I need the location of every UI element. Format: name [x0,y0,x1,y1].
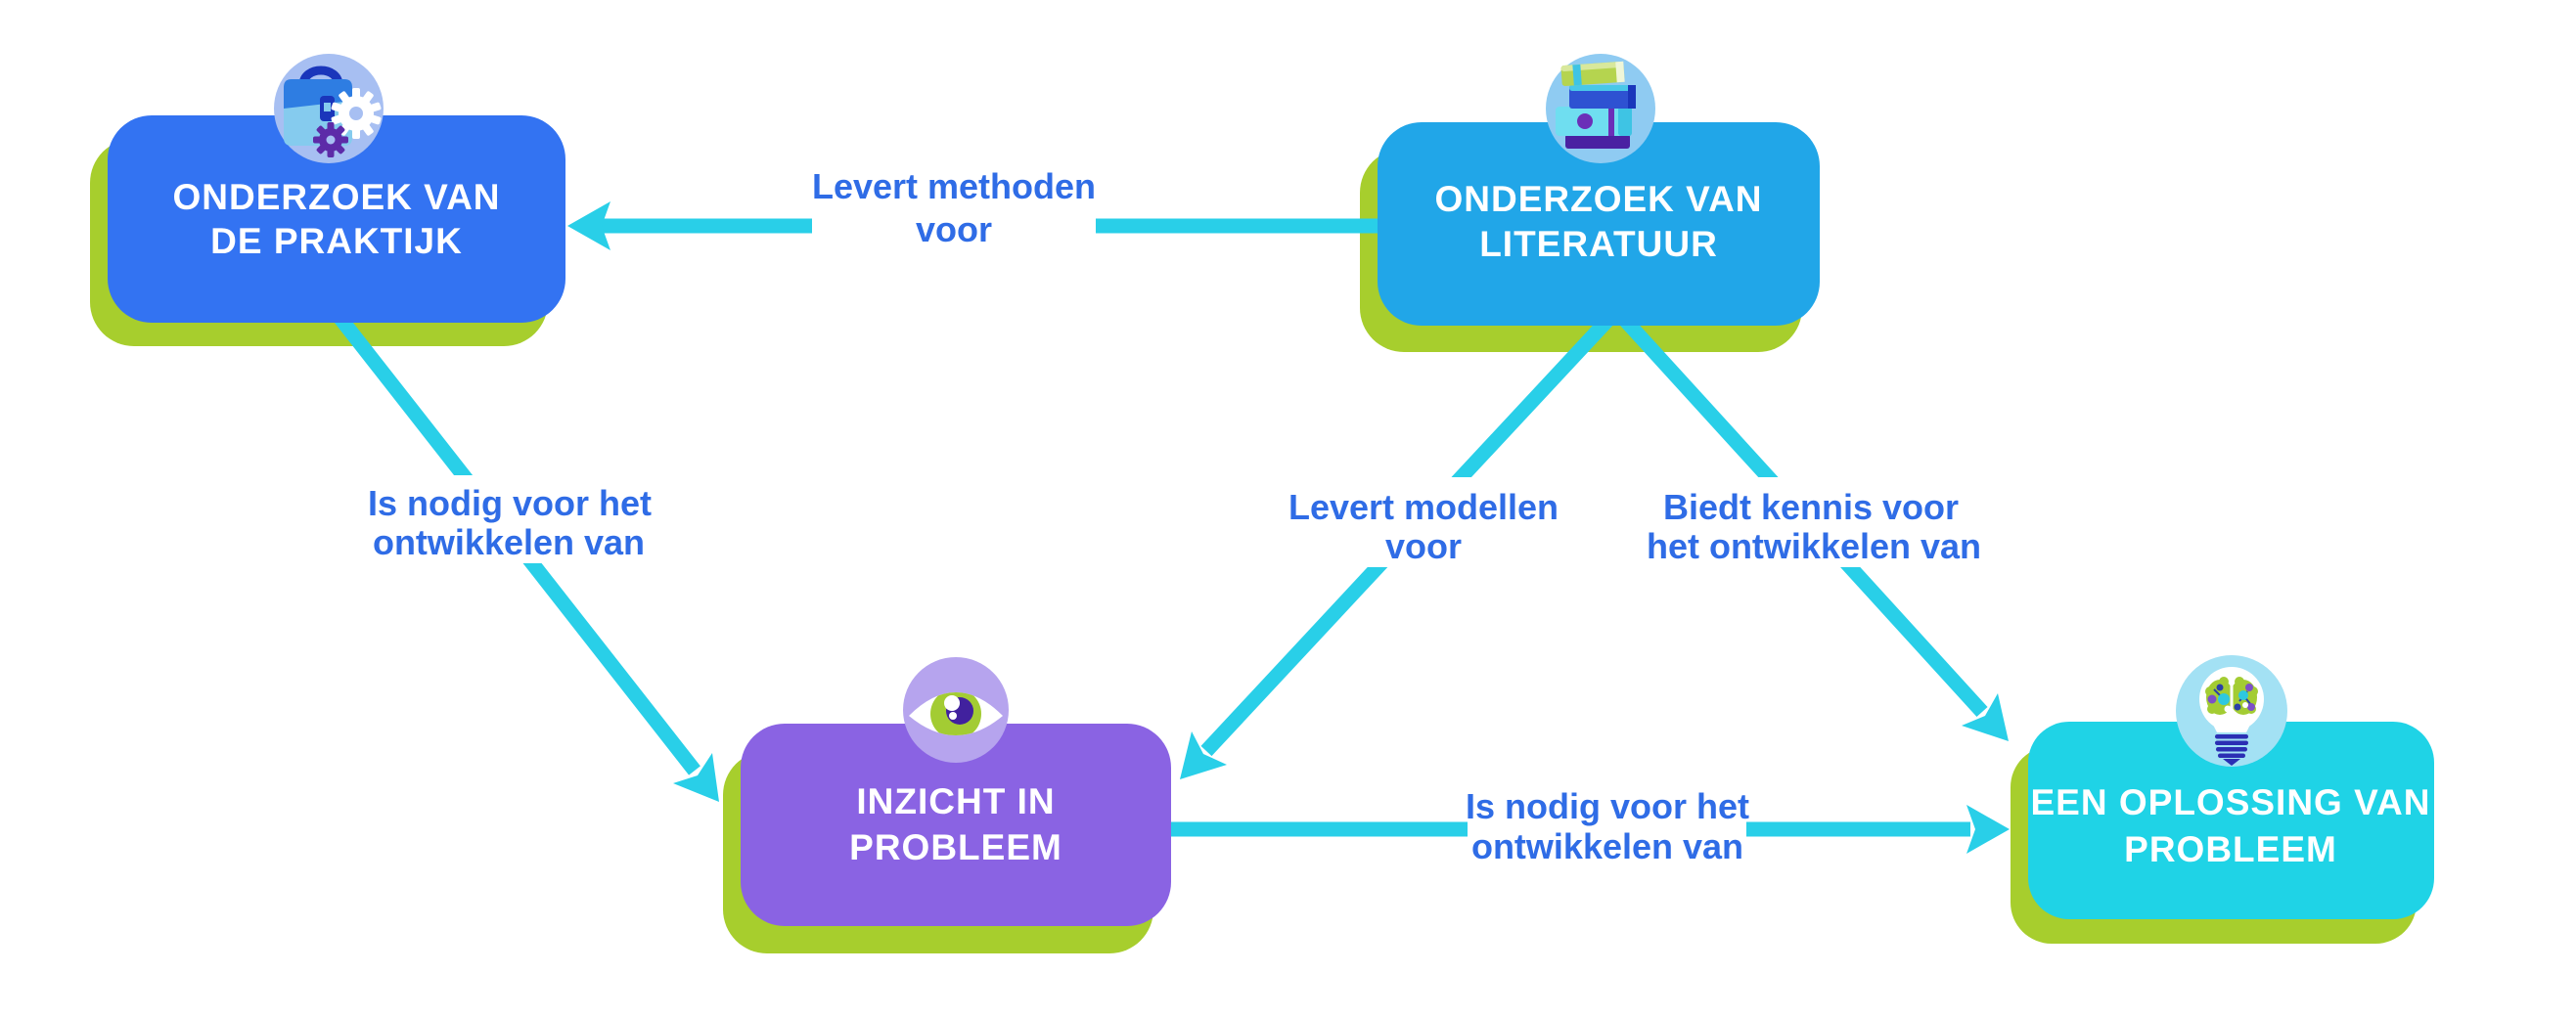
book-cyan [1556,107,1632,136]
node-onderzoek-van-literatuur: ONDERZOEK VAN LITERATUUR [1378,122,1820,326]
briefcase-gears-icon [274,54,384,163]
briefcase-clasp-hole [324,103,331,111]
edge-label-line2: ontwikkelen van [1471,826,1743,866]
lightbulb-brain-icon [2176,655,2287,767]
books-icon [1546,54,1655,163]
arrowhead [567,201,610,250]
node-title-line2: PROBLEEM [2124,829,2337,869]
label-background [812,161,1096,251]
gear-small [313,122,348,157]
node-card [2028,722,2434,919]
brain [2205,677,2258,717]
book-blue [1569,85,1636,109]
edge-label-is-nodig-voor-het-ontwikkelen-van-bottom: Is nodig voor het ontwikkelen van [1466,779,1749,869]
edge-label-line2: voor [916,209,992,249]
node-card [108,115,565,323]
label-background [372,475,644,563]
nodes-layer: ONDERZOEK VAN DE PRAKTIJK ONDERZOEK VAN … [108,115,2434,926]
node-title-line1: ONDERZOEK VAN [1434,179,1762,219]
arrowhead [1180,731,1227,779]
edge-label-levert-modellen-voor: Levert modellen voor [1288,477,1559,567]
label-background [1468,779,1746,869]
edge-label-line1: Is nodig voor het [1466,786,1749,826]
edge-label-line2: ontwikkelen van [373,522,645,562]
eye-iris [930,692,981,735]
node-title-line1: EEN OPLOSSING VAN [2031,782,2431,822]
arrowhead [1962,693,2009,741]
book-purple [1565,134,1630,149]
node-title-line1: INZICHT IN [856,781,1055,821]
node-title-line1: ONDERZOEK VAN [172,177,500,217]
node-een-oplossing-van-probleem: EEN OPLOSSING VAN PROBLEEM [2028,722,2434,919]
bulb-neck [2210,719,2253,732]
edge-label-line1: Levert methoden [812,166,1096,206]
node-title-line2: DE PRAKTIJK [210,221,463,261]
node-title-line2: LITERATUUR [1479,224,1718,264]
edge-label-line1: Levert modellen [1288,487,1559,527]
edge-label-is-nodig-voor-het-ontwikkelen-van-left: Is nodig voor het ontwikkelen van [368,475,652,563]
eye-icon [903,657,1009,763]
arrowhead [1966,805,2010,854]
edge-labels-layer: Levert methoden voor Is nodig voor het o… [368,161,1984,869]
bulb-base [2215,734,2248,766]
edge-label-line1: Biedt kennis voor [1663,487,1959,527]
icons-layer [274,54,2287,767]
node-card [741,724,1171,926]
label-background [1306,477,1556,567]
book-green [1560,61,1625,87]
gear-large [331,88,382,139]
node-inzicht-in-probleem: INZICHT IN PROBLEEM [741,724,1171,926]
arrowhead [673,753,719,802]
node-onderzoek-van-de-praktijk: ONDERZOEK VAN DE PRAKTIJK [108,115,565,323]
edge-label-levert-methoden-voor: Levert methoden voor [812,161,1096,251]
edge-label-line1: Is nodig voor het [368,483,652,523]
node-card [1378,122,1820,326]
node-title-line2: PROBLEEM [849,827,1062,867]
edge-label-biedt-kennis-voor-het-ontwikkelen-van: Biedt kennis voor het ontwikkelen van [1647,477,1984,567]
edge-label-line2: het ontwikkelen van [1647,526,1981,566]
edge-label-line2: voor [1385,526,1462,566]
label-background [1647,477,1984,567]
